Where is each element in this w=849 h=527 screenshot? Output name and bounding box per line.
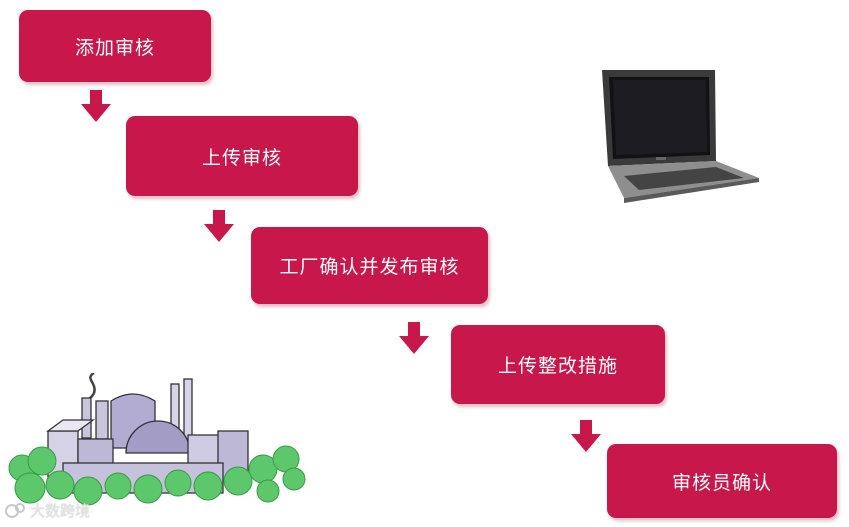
step-label: 工厂确认并发布审核 — [279, 256, 460, 278]
down-arrow-icon — [81, 90, 111, 122]
laptop-icon — [602, 70, 759, 203]
down-arrow-icon — [399, 322, 429, 354]
step-factory-confirm-publish: 工厂确认并发布审核 — [251, 227, 488, 304]
watermark: 大数跨境 — [4, 500, 90, 521]
step-label: 上传整改措施 — [497, 355, 618, 377]
step-label: 上传审核 — [201, 146, 282, 169]
step-upload-audit: 上传审核 — [126, 116, 358, 196]
down-arrow-icon — [204, 210, 234, 242]
down-arrow-icon — [571, 420, 601, 452]
step-auditor-confirm: 审核员确认 — [607, 444, 837, 518]
factory-icon — [8, 373, 306, 506]
watermark-logo-icon — [5, 502, 25, 518]
step-add-audit: 添加审核 — [19, 10, 211, 82]
watermark-text: 大数跨境 — [30, 502, 91, 520]
step-label: 添加审核 — [74, 36, 155, 59]
step-upload-corrective-actions: 上传整改措施 — [451, 325, 665, 404]
step-label: 审核员确认 — [671, 471, 772, 494]
